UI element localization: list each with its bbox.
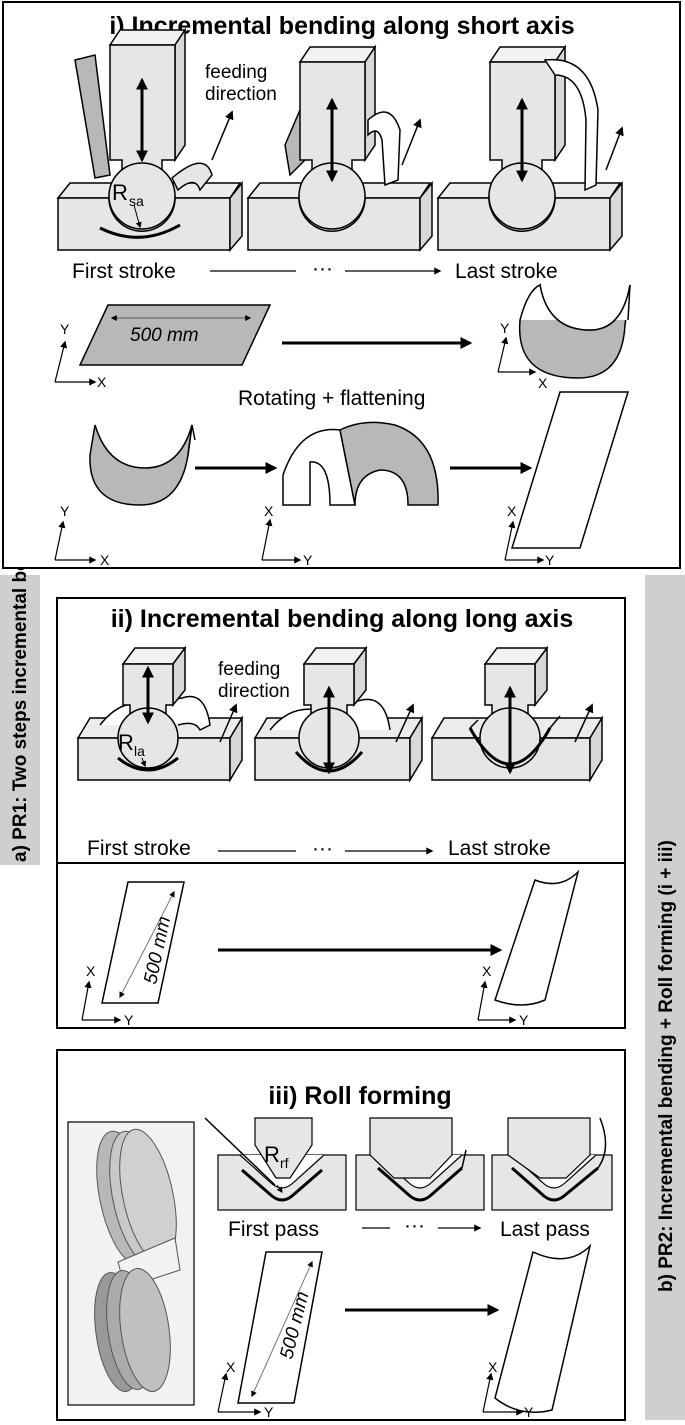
- axis-y-ii-a: Y: [124, 1012, 134, 1028]
- axis-y-i-b: Y: [500, 320, 510, 336]
- panel-ii-tool-first: R la: [76, 645, 244, 783]
- roll-die-middle: [355, 1117, 485, 1211]
- panel-iii-frame-outline: [56, 1049, 626, 1421]
- panel-ii-tool-middle: [253, 645, 424, 783]
- panel-ii-tool-last: [430, 645, 604, 783]
- axis-y-i-e: Y: [545, 552, 555, 568]
- radius-sa-sub: sa: [129, 193, 144, 209]
- roll-die-last: [491, 1117, 613, 1211]
- roll-forming-picture: [67, 1121, 195, 1406]
- axis-x-i-d: X: [264, 503, 274, 519]
- dim-arrow-iii: [251, 1260, 313, 1398]
- feeding-label-i-2: direction: [205, 84, 277, 105]
- first-pass: First pass: [228, 1218, 319, 1241]
- feed-arrow-i-2: [401, 118, 422, 166]
- axes-i-c: [54, 520, 97, 564]
- dots-iii: ···: [404, 1214, 425, 1237]
- side-band-right: [645, 575, 685, 1420]
- axes-i-e: [504, 520, 545, 564]
- feed-arrow-ii-1: [219, 703, 238, 743]
- dim-arrow-ii: [119, 890, 175, 999]
- axes-iii-b: [482, 1372, 524, 1416]
- axis-x-iii-b: X: [488, 1359, 498, 1375]
- axis-x-iii-a: X: [226, 1359, 236, 1375]
- curved-strip-iii: [494, 1243, 592, 1413]
- panel-i-tool-last: [436, 44, 623, 253]
- side-band-left: [0, 575, 40, 865]
- axes-ii-b: [477, 980, 517, 1024]
- flat-sheet-i-b: [510, 391, 630, 549]
- radius-rf-label: R: [264, 1142, 280, 1167]
- axes-i-a: [54, 340, 97, 386]
- rotating-flattening-label: Rotating + flattening: [238, 387, 425, 410]
- feeding-label-ii-2: direction: [218, 681, 290, 702]
- dim-label-i: 500 mm: [130, 325, 199, 346]
- axis-y-i-a: Y: [60, 321, 70, 337]
- curved-sheet-i-a: [518, 282, 631, 379]
- axis-y-i-c: Y: [60, 503, 70, 519]
- radius-la-sub: la: [134, 743, 145, 759]
- axes-i-b: [497, 336, 537, 376]
- feeding-label-ii-1: feeding: [218, 659, 280, 680]
- axis-x-i-e: X: [507, 503, 517, 519]
- axis-y-i-d: Y: [303, 552, 313, 568]
- roll-die-first: [204, 1117, 347, 1211]
- dots-i: ···: [312, 257, 333, 280]
- panel-ii-frame-full: [56, 597, 626, 1029]
- axis-y-iii-b: Y: [524, 1404, 534, 1420]
- curved-sheet-i-b: [89, 424, 196, 506]
- radius-rf-sub: rf: [280, 1155, 289, 1171]
- axes-i-d: [261, 518, 302, 564]
- panel-iii-title: iii) Roll forming: [268, 1082, 451, 1110]
- panel-ii-title: ii) Incremental bending along long axis: [111, 605, 574, 633]
- first-stroke-i: First stroke: [72, 260, 176, 283]
- panel-i-tool-first: R sa: [56, 27, 243, 253]
- feed-arrow-i-1: [211, 110, 234, 161]
- axis-x-i-a: X: [97, 374, 107, 390]
- axis-y-iii-a: Y: [264, 1404, 274, 1420]
- panel-i-tool-middle: [246, 44, 433, 253]
- axis-x-i-c: X: [100, 552, 110, 568]
- last-stroke-i: Last stroke: [455, 260, 558, 283]
- strip-sheet-iii: [237, 1251, 323, 1404]
- first-stroke-ii: First stroke: [87, 837, 191, 860]
- side-label-pr2: b) PR2: Incremental bending + Roll formi…: [656, 840, 677, 1292]
- last-pass: Last pass: [500, 1218, 590, 1241]
- radius-la-label: R: [118, 730, 134, 755]
- panel-i-title: i) Incremental bending along short axis: [109, 12, 574, 40]
- curved-strip-ii: [494, 869, 580, 1006]
- feed-arrow-i-3: [605, 126, 624, 171]
- feed-arrow-ii-3: [574, 703, 594, 743]
- feed-arrow-ii-2: [395, 703, 415, 743]
- feeding-label-i-1: feeding: [205, 62, 267, 83]
- axis-y-ii-b: Y: [519, 1012, 529, 1028]
- axis-x-ii-b: X: [482, 963, 492, 979]
- rotating-sheet-i: [282, 421, 439, 506]
- axis-x-ii-a: X: [86, 963, 96, 979]
- axes-iii-a: [217, 1372, 262, 1416]
- axes-ii-a: [81, 980, 122, 1024]
- axis-x-i-b: X: [538, 375, 548, 391]
- radius-sa-label: R: [112, 180, 128, 205]
- dots-ii: ···: [312, 837, 333, 860]
- last-stroke-ii: Last stroke: [448, 837, 551, 860]
